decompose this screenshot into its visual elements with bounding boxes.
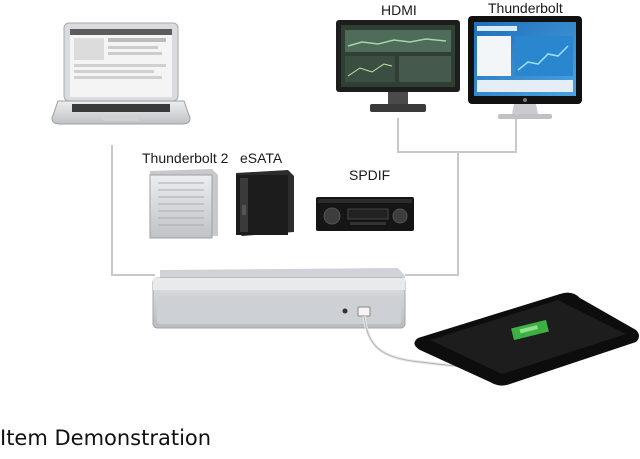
- label-hdmi: HDMI: [381, 2, 417, 18]
- caption: Item Demonstration: [0, 426, 212, 450]
- label-thunderbolt: Thunderbolt: [488, 0, 563, 16]
- docking-station: [152, 268, 406, 329]
- laptop: [51, 22, 191, 125]
- label-spdif: SPDIF: [349, 167, 391, 183]
- label-thunderbolt2: Thunderbolt 2: [142, 150, 229, 166]
- label-esata: eSATA: [240, 150, 283, 166]
- hdmi-monitor: [336, 20, 460, 112]
- thunderbolt-monitor: [468, 16, 582, 119]
- connection-lines: [111, 118, 517, 276]
- thunderbolt2-drive: [149, 169, 218, 239]
- spdif-receiver: [316, 197, 414, 231]
- tablet: [414, 292, 639, 386]
- esata-drive: [236, 170, 294, 236]
